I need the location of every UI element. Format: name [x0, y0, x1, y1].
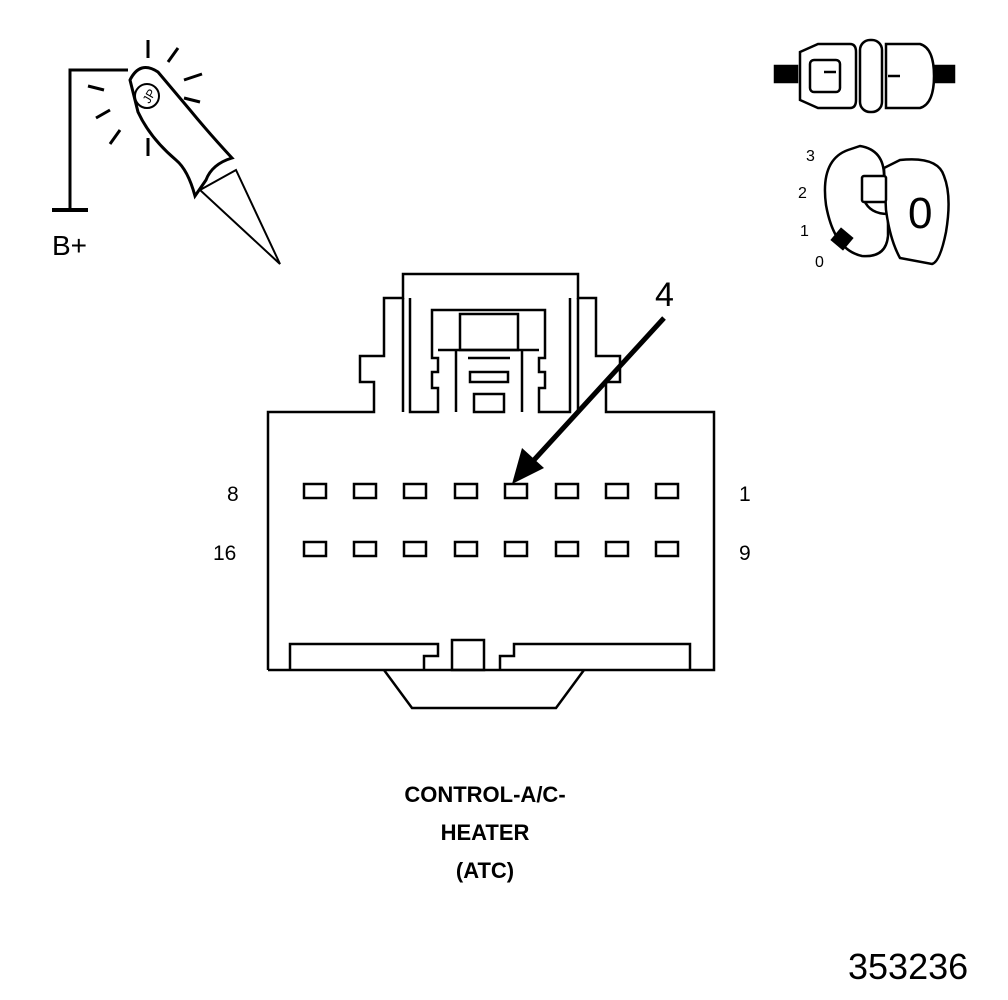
cavity-row-1 — [302, 482, 680, 500]
row2-left-label: 16 — [213, 542, 237, 565]
cavity-pin-9 — [654, 540, 680, 558]
connector-caption-line-3: (ATC) — [455, 858, 515, 883]
supply-label: B+ — [52, 230, 88, 261]
cavity-pin-16 — [302, 540, 328, 558]
cavity-pin-4 — [503, 482, 529, 500]
cavity-pin-12 — [503, 540, 529, 558]
cavity-pin-15 — [352, 540, 378, 558]
ignition-position-0: 0 — [815, 254, 824, 271]
figure-id: 353236 — [848, 946, 969, 987]
cavity-pin-11 — [554, 540, 580, 558]
cavity-pin-7 — [352, 482, 378, 500]
ignition-position-2: 2 — [798, 185, 807, 202]
connector-disconnected-icon — [773, 38, 956, 114]
cavity-pin-13 — [453, 540, 479, 558]
cavity-pin-1 — [654, 482, 680, 500]
cavity-pin-3 — [554, 482, 580, 500]
probe-bulb — [134, 83, 160, 109]
cavity-pin-2 — [604, 482, 630, 500]
ignition-key-icon: 0 — [823, 144, 950, 266]
probe-tip — [198, 168, 281, 265]
svg-text:JP: JP — [140, 87, 159, 106]
connector-caption-line-1: CONTROL-A/C- — [404, 782, 566, 807]
connector-caption-line-2: HEATER — [440, 820, 530, 845]
row1-left-label: 8 — [227, 483, 239, 506]
cavity-pin-8 — [302, 482, 328, 500]
svg-text:0: 0 — [908, 189, 932, 238]
cavity-pin-5 — [453, 482, 479, 500]
test-lamp-icon: JP — [52, 40, 281, 265]
ignition-position-3: 3 — [806, 148, 815, 165]
cavity-pin-10 — [604, 540, 630, 558]
cavity-pin-14 — [402, 540, 428, 558]
callout-label: 4 — [655, 276, 674, 314]
test-lamp-lead — [68, 68, 128, 210]
row1-right-label: 1 — [739, 483, 751, 506]
row2-right-label: 9 — [739, 542, 751, 565]
ignition-position-1: 1 — [800, 223, 809, 240]
cavity-row-2 — [302, 540, 680, 558]
cavity-pin-6 — [402, 482, 428, 500]
connector-body — [266, 272, 716, 710]
callout-arrow — [512, 316, 666, 484]
